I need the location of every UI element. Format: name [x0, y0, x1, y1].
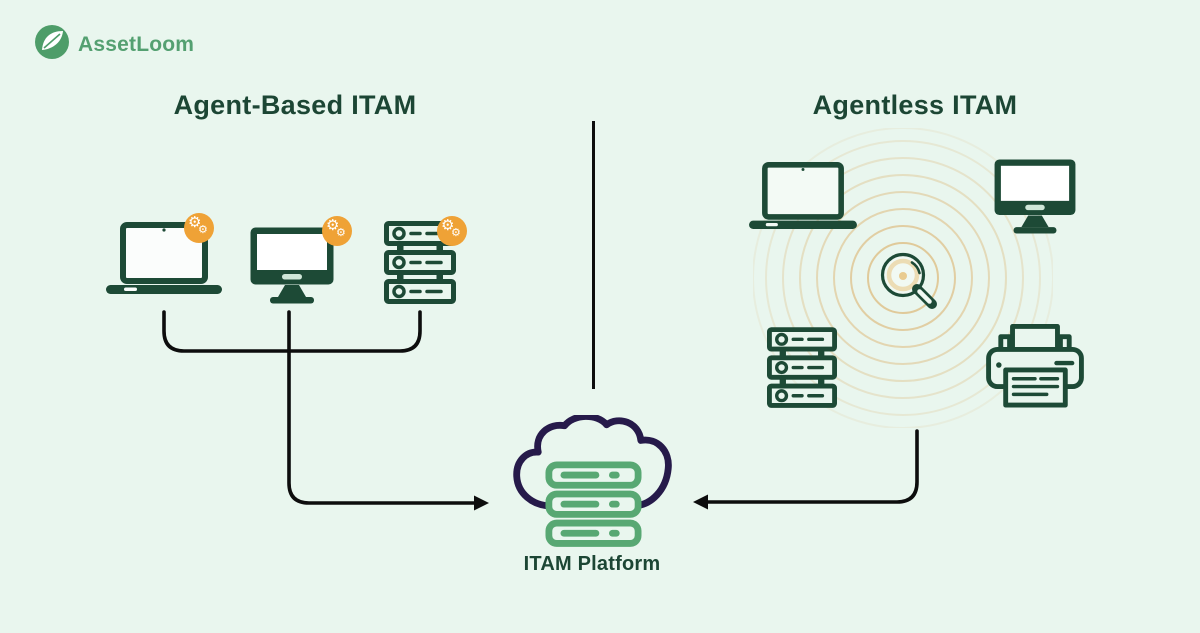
gear-icon: ⚙ [326, 217, 340, 234]
right-arrowhead [693, 494, 708, 510]
agent-gears-badge: ⚙ ⚙ [184, 213, 214, 243]
agent-gears-badge: ⚙ ⚙ [437, 216, 467, 246]
radar-rings [752, 127, 1054, 429]
right-arrow-connector [706, 429, 919, 504]
agent-desktop-icon: ⚙ ⚙ [249, 216, 352, 304]
agent-gears-badge: ⚙ ⚙ [322, 216, 352, 246]
cloud-icon [506, 413, 678, 517]
magnifier-scan-icon [873, 247, 945, 319]
gear-icon: ⚙ [198, 224, 208, 236]
agentless-laptop-icon [749, 162, 857, 229]
gear-icon: ⚙ [441, 217, 455, 234]
agent-server-icon: ⚙ ⚙ [384, 216, 467, 307]
brand-logo: AssetLoom [34, 24, 194, 65]
platform-server-icon [545, 461, 642, 551]
agentless-server-icon [767, 327, 837, 411]
left-arrowhead [474, 495, 489, 511]
agentless-title: Agentless ITAM [812, 90, 1018, 120]
gear-icon: ⚙ [188, 214, 202, 231]
left-arrow-connector [287, 310, 476, 505]
platform-label: ITAM Platform [523, 553, 661, 575]
agentless-desktop-icon [993, 158, 1077, 234]
agent-based-title: Agent-Based ITAM [173, 90, 417, 120]
gear-icon: ⚙ [451, 227, 461, 239]
agent-laptop-icon: ⚙ ⚙ [106, 213, 222, 294]
center-divider [592, 121, 595, 389]
left-bracket-connector [162, 310, 422, 353]
gear-icon: ⚙ [336, 227, 346, 239]
brand-name: AssetLoom [78, 32, 195, 56]
agentless-printer-icon [986, 324, 1084, 410]
leaf-circle-icon [34, 24, 70, 65]
